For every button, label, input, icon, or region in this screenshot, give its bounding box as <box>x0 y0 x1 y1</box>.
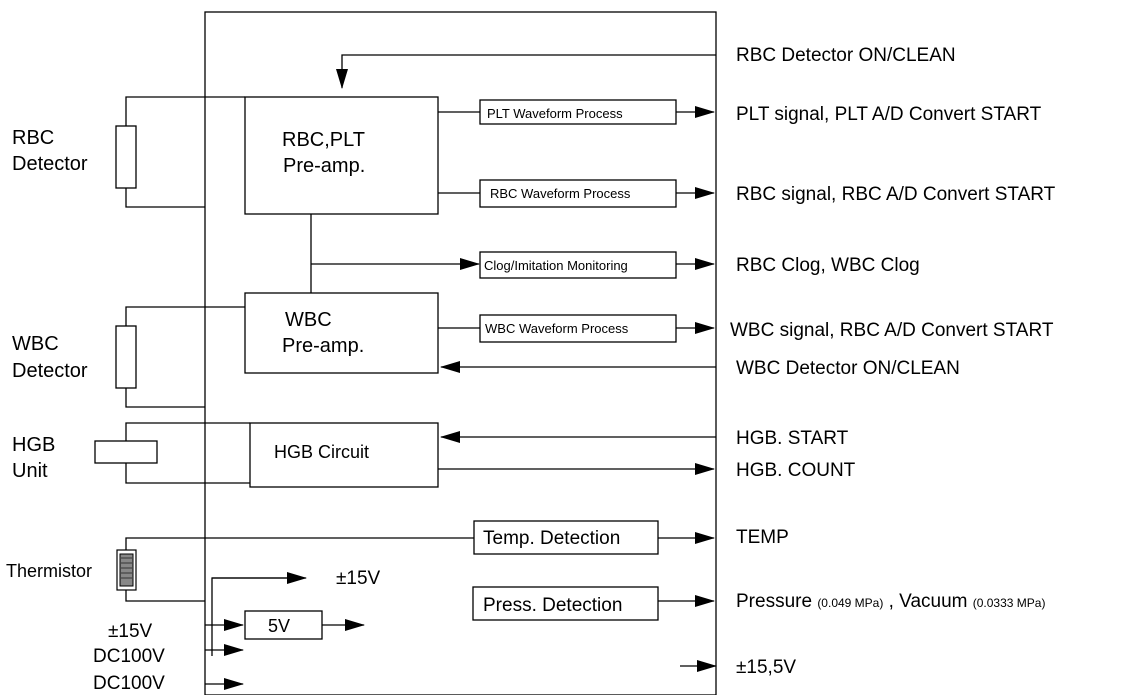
signal-temp: TEMP <box>736 527 789 548</box>
hgb-unit-label-2: Unit <box>12 460 48 482</box>
signal-hgb-count: HGB. COUNT <box>736 460 856 481</box>
clog-monitoring-label: Clog/Imitation Monitoring <box>484 258 628 273</box>
temp-detection-label: Temp. Detection <box>483 528 620 549</box>
hgb-circuit-label: HGB Circuit <box>274 442 369 462</box>
rbc-waveform-label: RBC Waveform Process <box>490 186 631 201</box>
wbc-preamp-box <box>244 292 439 374</box>
hgb-unit-cell <box>94 440 158 464</box>
hgb-circuit-box <box>249 422 439 488</box>
regulator-5v-label: 5V <box>268 616 290 636</box>
vacuum-value: (0.0333 MPa) <box>973 596 1046 610</box>
signal-wbc: WBC signal, RBC A/D Convert START <box>730 320 1054 341</box>
signal-hgb-start: HGB. START <box>736 428 849 449</box>
wbc-detector-label-2: Detector <box>12 360 88 382</box>
signal-clog: RBC Clog, WBC Clog <box>736 255 920 276</box>
rbc-plt-preamp-label-1: RBC,PLT <box>282 129 365 151</box>
main-board-frame <box>204 11 717 695</box>
rbc-detector-resistor <box>115 125 137 189</box>
signal-rbc: RBC signal, RBC A/D Convert START <box>736 184 1056 205</box>
power-input-pm15v: ±15V <box>108 621 153 642</box>
signal-rbc-detector-onclean: RBC Detector ON/CLEAN <box>736 45 956 66</box>
rbc-detector-label-1: RBC <box>12 127 54 149</box>
press-detection-label: Press. Detection <box>483 595 622 616</box>
signal-plt: PLT signal, PLT A/D Convert START <box>736 104 1042 125</box>
plt-waveform-label: PLT Waveform Process <box>487 106 623 121</box>
pressure-value: (0.049 MPa) <box>817 596 883 610</box>
thermistor-symbol <box>116 549 137 591</box>
thermistor-label: Thermistor <box>6 561 92 581</box>
vacuum-label: , Vacuum <box>883 591 972 612</box>
rbc-detector-label-2: Detector <box>12 153 88 175</box>
signal-pressure-vacuum: Pressure (0.049 MPa) , Vacuum (0.0333 MP… <box>736 591 1045 612</box>
wbc-preamp-label-1: WBC <box>285 309 332 331</box>
press-detection-box <box>472 586 659 621</box>
wbc-preamp-label-2: Pre-amp. <box>282 335 364 357</box>
wbc-detector-resistor <box>115 325 137 389</box>
rbc-plt-preamp-label-2: Pre-amp. <box>283 155 365 177</box>
signal-pm15-5v: ±15,5V <box>736 657 796 678</box>
pm15v-output-label: ±15V <box>336 568 381 589</box>
signal-wbc-detector-onclean: WBC Detector ON/CLEAN <box>736 358 960 379</box>
wbc-waveform-label: WBC Waveform Process <box>485 321 629 336</box>
hgb-unit-label-1: HGB <box>12 434 55 456</box>
wbc-detector-label-1: WBC <box>12 333 59 355</box>
clog-monitoring-box <box>479 251 677 279</box>
pressure-label: Pressure <box>736 591 817 612</box>
power-input-dc100v-2: DC100V <box>93 673 165 694</box>
power-input-dc100v-1: DC100V <box>93 646 165 667</box>
rbc-plt-preamp-box <box>244 96 439 215</box>
